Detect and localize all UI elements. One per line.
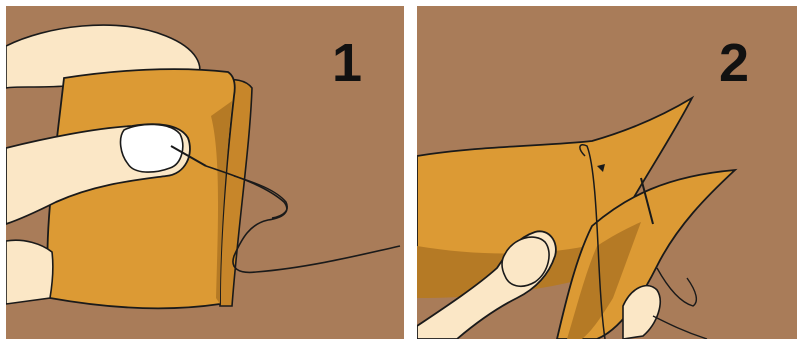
step-1-panel: 1 bbox=[6, 6, 404, 339]
step-2-panel: 2 bbox=[417, 6, 797, 339]
step-number: 2 bbox=[719, 36, 749, 90]
step-number: 1 bbox=[332, 36, 362, 90]
hand-lower-fingers bbox=[6, 240, 53, 304]
